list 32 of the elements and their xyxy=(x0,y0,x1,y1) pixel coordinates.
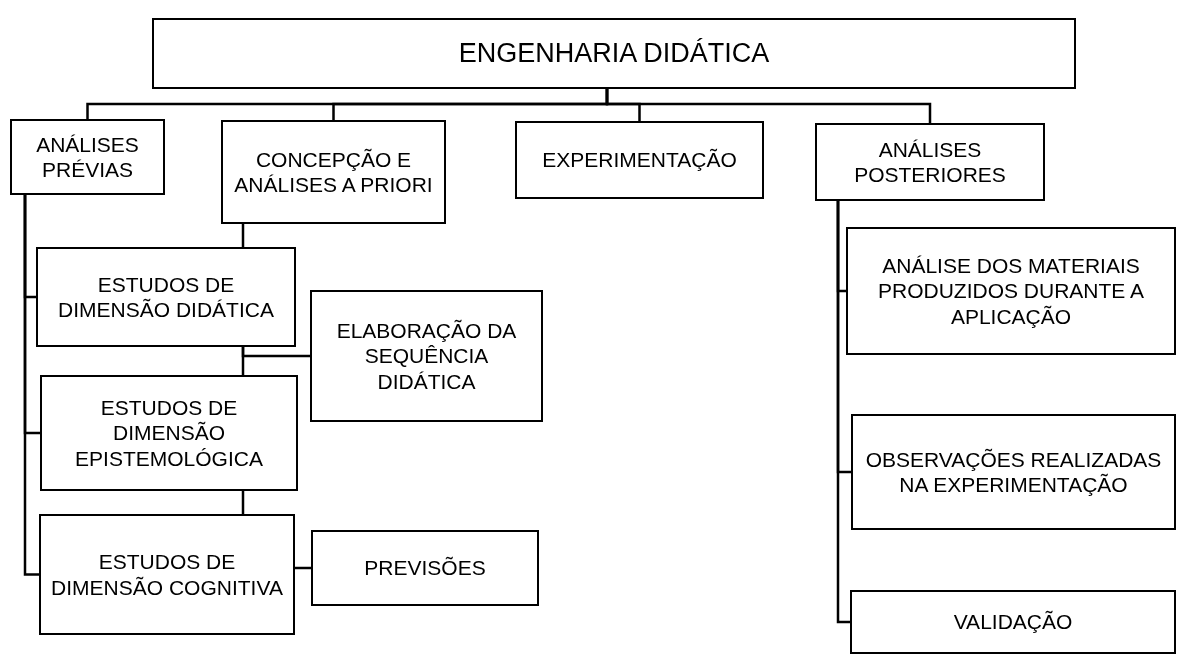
process-box xyxy=(815,123,1045,201)
connector-line xyxy=(241,347,310,358)
box-label: PREVISÕES xyxy=(364,555,486,581)
process-box xyxy=(40,375,298,491)
box-label: ESTUDOS DE DIMENSÃO DIDÁTICA xyxy=(57,271,275,323)
process-box xyxy=(850,590,1176,654)
box-label: OBSERVAÇÕES REALIZADAS NA EXPERIMENTAÇÃO xyxy=(864,446,1163,498)
box-label: EXPERIMENTAÇÃO xyxy=(542,147,737,173)
connector-line xyxy=(23,195,39,576)
box-label: CONCEPÇÃO E ANÁLISES A PRIORI xyxy=(233,146,434,198)
box-label: ENGENHARIA DIDÁTICA xyxy=(458,37,770,70)
connector-line xyxy=(241,224,245,247)
process-box xyxy=(221,120,446,224)
box-label: ESTUDOS DE DIMENSÃO COGNITIVA xyxy=(50,549,284,600)
process-box xyxy=(310,290,543,422)
box-label: ANÁLISES PRÉVIAS xyxy=(35,131,140,183)
box-label: ELABORAÇÃO DA SEQUÊNCIA DIDÁTICA xyxy=(335,318,518,394)
connector-line xyxy=(241,491,245,514)
box-label: ESTUDOS DE DIMENSÃO EPISTEMOLÓGICA xyxy=(74,395,264,471)
box-label: VALIDAÇÃO xyxy=(953,609,1073,635)
process-box xyxy=(36,247,296,347)
box-label: ANÁLISES POSTERIORES xyxy=(853,136,1007,188)
connector-line xyxy=(836,201,850,624)
process-box xyxy=(851,414,1176,530)
connector-line xyxy=(605,89,932,123)
box-label: ANÁLISE DOS MATERIAIS PRODUZIDOS DURANTE A APLICAÇÃO xyxy=(877,253,1145,329)
process-box xyxy=(311,530,539,606)
process-box xyxy=(10,119,165,195)
process-box xyxy=(152,18,1076,89)
process-box xyxy=(39,514,295,635)
process-box xyxy=(515,121,764,199)
process-box xyxy=(846,227,1176,355)
